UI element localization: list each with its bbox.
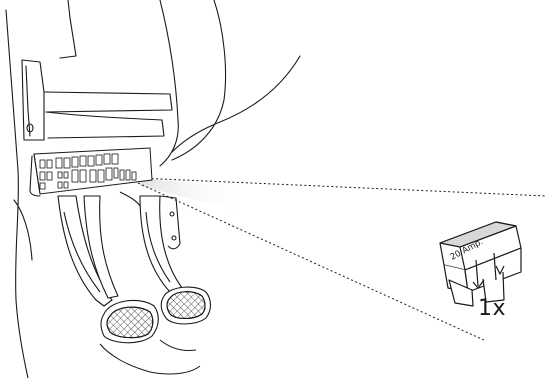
accelerator-pedal [160,286,212,325]
brake-pedal [100,299,159,344]
callout-leader-lines [137,177,546,342]
dashboard-outline [5,0,301,378]
blade-fuse [439,221,522,307]
highlight-beam [140,178,252,214]
pedal-arms [57,191,183,307]
floor-outline [99,339,201,375]
fuse-box [33,147,153,195]
fuse-slots [39,153,137,190]
fuse-quantity-label: 1x [478,296,507,321]
